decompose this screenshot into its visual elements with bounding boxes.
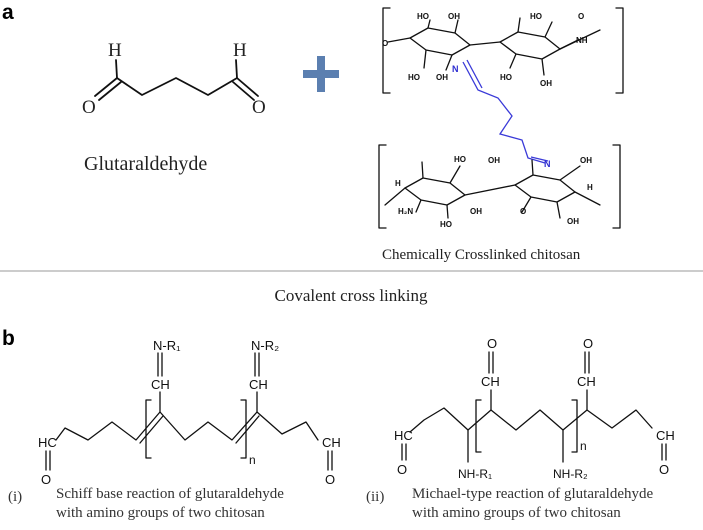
- svg-text:O: O: [520, 207, 526, 216]
- divider-caption: Covalent cross linking: [275, 286, 428, 305]
- caption-ii-number: (ii): [366, 489, 384, 505]
- schiff-bracket-left: [145, 399, 152, 459]
- schiff-ch-end: CH: [322, 435, 341, 450]
- aldehyde-o-right: O: [252, 97, 266, 118]
- glucosamine-ring-1: [409, 27, 471, 56]
- michael-o-left: O: [397, 462, 407, 477]
- svg-text:OH: OH: [540, 79, 552, 88]
- schiff-o-right: O: [325, 472, 335, 487]
- svg-text:OH: OH: [580, 156, 592, 165]
- michael-ch-end: CH: [656, 428, 675, 443]
- svg-text:OH: OH: [567, 217, 579, 226]
- chitosan-chain-bottom: HO OH OH H H₂N HO OH O OH H: [378, 144, 621, 229]
- caption-i-line1: Schiff base reaction of glutaraldehyde: [56, 486, 284, 502]
- glutaraldehyde-crosslink: N N: [452, 59, 551, 169]
- svg-text:HO: HO: [454, 155, 466, 164]
- plus-icon: [303, 56, 339, 92]
- michael-hc-end: HC: [394, 428, 413, 443]
- schiff-bracket-right: [240, 399, 247, 459]
- aldehyde-o-left: O: [82, 97, 96, 118]
- chitosan-chain-top: HO OH HO O NH O HO OH HO OH: [382, 7, 624, 94]
- bracket-bottom-left: [378, 144, 387, 229]
- caption-i-number: (i): [8, 489, 22, 505]
- schiff-o-left: O: [41, 472, 51, 487]
- schiff-backbone: [55, 411, 319, 441]
- schiff-hc-end: HC: [38, 435, 57, 450]
- crosslinked-chitosan-label: Chemically Crosslinked chitosan: [382, 247, 581, 263]
- svg-text:H: H: [395, 179, 401, 188]
- crosslink-chain: [462, 61, 546, 164]
- michael-nh-r2: NH-R₂: [553, 467, 588, 481]
- bracket-bottom-right: [612, 144, 621, 229]
- svg-text:OH: OH: [470, 207, 482, 216]
- michael-bracket-left: [475, 399, 482, 453]
- bracket-top-right: [615, 7, 624, 94]
- michael-bracket-right: [571, 399, 578, 453]
- michael-ch-top-left: CH: [481, 374, 500, 389]
- glucosamine-ring-2: [499, 31, 561, 60]
- glucosamine-ring-3: [404, 177, 466, 206]
- carbonyl-left-2: [98, 81, 122, 101]
- imine-n-bottom: N: [544, 159, 551, 169]
- svg-text:O: O: [578, 12, 584, 21]
- bracket-top-left: [382, 7, 391, 94]
- svg-text:O: O: [382, 39, 388, 48]
- caption-ii-line1: Michael-type reaction of glutaraldehyde: [412, 486, 653, 502]
- michael-o-top-left: O: [487, 336, 497, 351]
- svg-text:OH: OH: [436, 73, 448, 82]
- svg-text:HO: HO: [408, 73, 420, 82]
- carbonyl-left-1: [94, 77, 118, 97]
- carbonyl-right-2: [232, 81, 255, 101]
- svg-text:NH: NH: [576, 36, 588, 45]
- michael-type-structure: O O CH CH n NH-R₁ NH-R₂ HC CH O O: [394, 336, 675, 481]
- glutaraldehyde-chain: [115, 59, 238, 96]
- glutaraldehyde-label: Glutaraldehyde: [84, 153, 207, 175]
- schiff-base-structure: N-R₁ N-R₂ CH CH n HC CH O O: [38, 338, 341, 487]
- svg-text:HO: HO: [440, 220, 452, 229]
- carbonyl-right-1: [236, 77, 259, 97]
- svg-text:H₂N: H₂N: [398, 207, 413, 216]
- schiff-n-r2: N-R₂: [251, 338, 279, 353]
- schiff-n-r1: N-R₁: [153, 338, 181, 353]
- glucosamine-ring-4: [514, 174, 576, 203]
- caption-i-line2: with amino groups of two chitosan: [56, 505, 265, 521]
- svg-text:HO: HO: [530, 12, 542, 21]
- schiff-ch-left: CH: [151, 377, 170, 392]
- panel-b-letter: b: [2, 327, 15, 350]
- svg-text:HO: HO: [500, 73, 512, 82]
- michael-n-subscript: n: [580, 439, 587, 453]
- caption-ii-line2: with amino groups of two chitosan: [412, 505, 621, 521]
- aldehyde-h-right: H: [233, 40, 247, 61]
- schiff-n-subscript: n: [249, 453, 256, 467]
- imine-n-top: N: [452, 64, 459, 74]
- svg-text:OH: OH: [448, 12, 460, 21]
- michael-o-top-right: O: [583, 336, 593, 351]
- michael-ch-top-right: CH: [577, 374, 596, 389]
- panel-a-letter: a: [2, 1, 14, 24]
- michael-o-right: O: [659, 462, 669, 477]
- svg-text:HO: HO: [417, 12, 429, 21]
- glutaraldehyde-structure: H H O O: [82, 40, 266, 118]
- svg-text:OH: OH: [488, 156, 500, 165]
- schiff-ch-right: CH: [249, 377, 268, 392]
- michael-nh-r1: NH-R₁: [458, 467, 492, 481]
- svg-text:H: H: [587, 183, 593, 192]
- aldehyde-h-left: H: [108, 40, 122, 61]
- michael-backbone: [409, 407, 653, 433]
